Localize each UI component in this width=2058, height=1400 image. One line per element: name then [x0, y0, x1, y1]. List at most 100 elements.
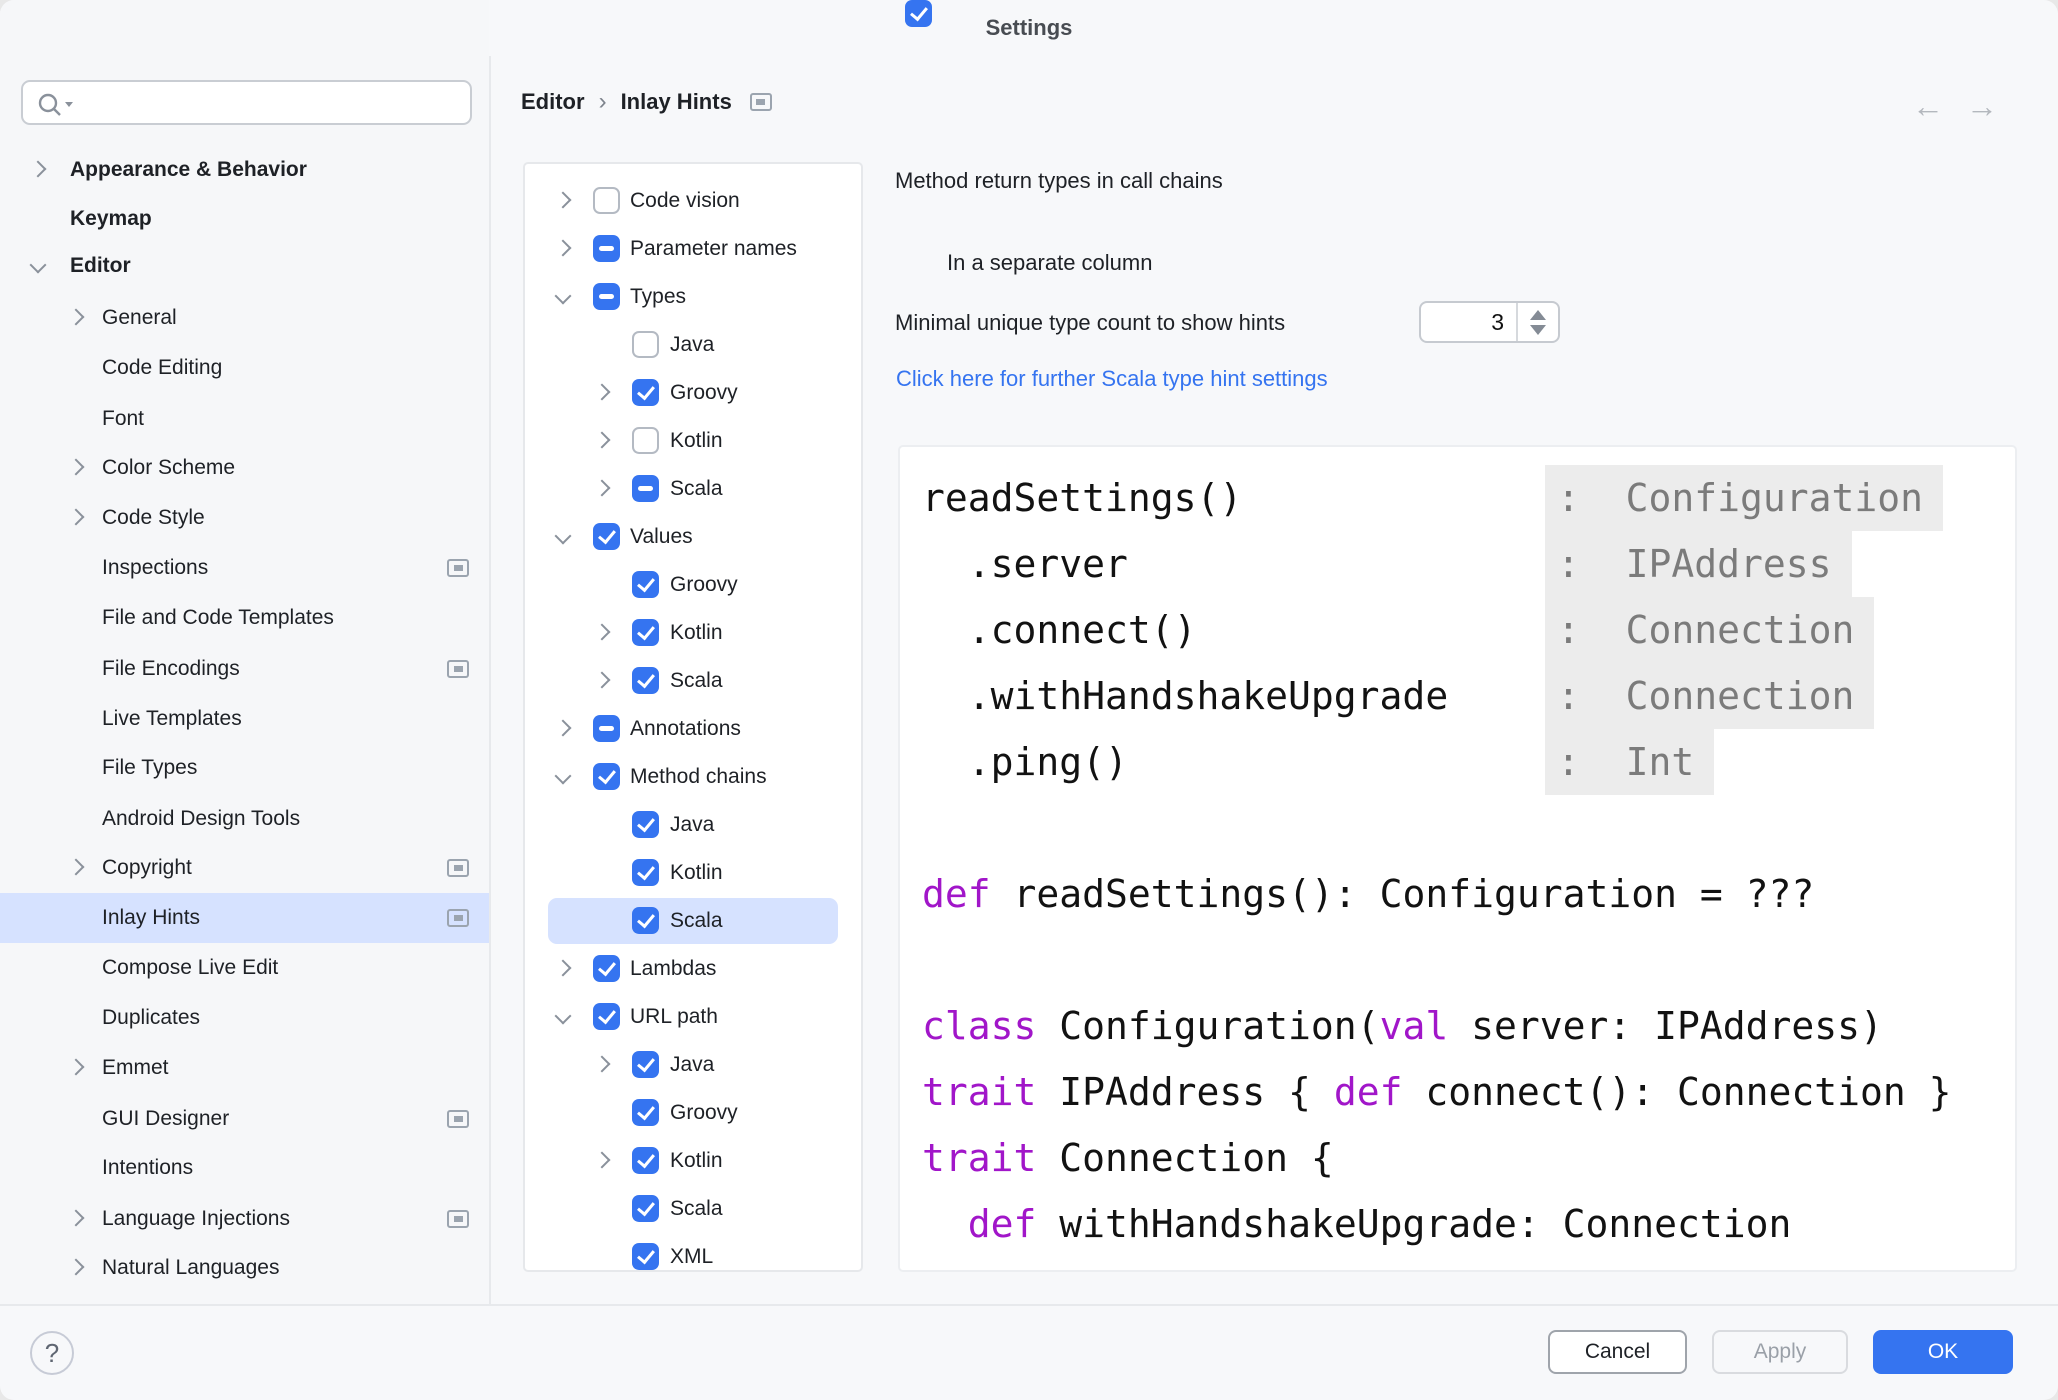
tree-item-values-kotlin[interactable]: Kotlin: [525, 609, 861, 657]
scala-type-hint-settings-link[interactable]: Click here for further Scala type hint s…: [896, 366, 1328, 391]
chevron-right-icon[interactable]: [67, 1258, 85, 1276]
tree-item-url-path-groovy[interactable]: Groovy: [525, 1089, 861, 1137]
checkbox-checked[interactable]: [593, 1003, 620, 1030]
checkbox-checked[interactable]: [593, 763, 620, 790]
checkbox-checked[interactable]: [593, 523, 620, 550]
checkbox-checked[interactable]: [632, 1099, 659, 1126]
checkbox-indeterminate[interactable]: [632, 475, 659, 502]
chevron-right-icon[interactable]: [554, 191, 572, 209]
chevron-down-icon[interactable]: [554, 767, 572, 785]
tree-item-lambdas[interactable]: Lambdas: [525, 945, 861, 993]
checkbox-unchecked[interactable]: [632, 427, 659, 454]
chevron-right-icon[interactable]: [593, 1151, 611, 1169]
chevron-right-icon[interactable]: [593, 431, 611, 449]
chevron-right-icon[interactable]: [67, 858, 85, 876]
tree-item-values-scala[interactable]: Scala: [525, 657, 861, 705]
sidebar-item-code-editing[interactable]: Code Editing: [0, 343, 489, 393]
sidebar-item-compose-live-edit[interactable]: Compose Live Edit: [0, 943, 489, 993]
sidebar-item-font[interactable]: Font: [0, 394, 489, 444]
chevron-down-icon[interactable]: [554, 287, 572, 305]
sidebar-item-inlay-hints[interactable]: Inlay Hints: [0, 893, 489, 943]
back-arrow-icon[interactable]: ←: [1912, 88, 1944, 124]
chevron-right-icon[interactable]: [554, 239, 572, 257]
tree-item-url-path-scala[interactable]: Scala: [525, 1185, 861, 1233]
tree-item-types-groovy[interactable]: Groovy: [525, 369, 861, 417]
sidebar-item-android-design-tools[interactable]: Android Design Tools: [0, 794, 489, 844]
breadcrumb-editor[interactable]: Editor: [521, 89, 585, 114]
checkbox-checked[interactable]: [593, 955, 620, 982]
checkbox-checked[interactable]: [632, 1243, 659, 1270]
cancel-button[interactable]: Cancel: [1548, 1330, 1687, 1374]
separate-column-checkbox[interactable]: [905, 0, 932, 27]
tree-item-method-chains-kotlin[interactable]: Kotlin: [525, 849, 861, 897]
tree-item-types[interactable]: Types: [525, 273, 861, 321]
chevron-right-icon[interactable]: [67, 458, 85, 476]
help-button[interactable]: ?: [30, 1331, 74, 1375]
checkbox-checked[interactable]: [632, 379, 659, 406]
spinner-arrows[interactable]: [1516, 303, 1558, 341]
sidebar-item-general[interactable]: General: [0, 293, 489, 343]
spinner-down-icon[interactable]: [1530, 324, 1546, 335]
checkbox-checked[interactable]: [632, 619, 659, 646]
apply-button[interactable]: Apply: [1712, 1330, 1848, 1374]
sidebar-item-emmet[interactable]: Emmet: [0, 1043, 489, 1093]
sidebar-item-file-encodings[interactable]: File Encodings: [0, 644, 489, 694]
tree-item-method-chains-scala[interactable]: Scala: [525, 897, 861, 945]
sidebar-item-appearance-behavior[interactable]: Appearance & Behavior: [0, 145, 489, 195]
forward-arrow-icon[interactable]: →: [1966, 88, 1998, 124]
sidebar-item-keymap[interactable]: Keymap: [0, 194, 489, 244]
checkbox-checked[interactable]: [632, 667, 659, 694]
sidebar-item-file-and-code-templates[interactable]: File and Code Templates: [0, 593, 489, 643]
chevron-right-icon[interactable]: [67, 1058, 85, 1076]
chevron-right-icon[interactable]: [593, 671, 611, 689]
tree-item-url-path-java[interactable]: Java: [525, 1041, 861, 1089]
sidebar-item-duplicates[interactable]: Duplicates: [0, 993, 489, 1043]
tree-item-types-java[interactable]: Java: [525, 321, 861, 369]
checkbox-indeterminate[interactable]: [593, 283, 620, 310]
tree-item-url-path[interactable]: URL path: [525, 993, 861, 1041]
chevron-right-icon[interactable]: [593, 1055, 611, 1073]
chevron-right-icon[interactable]: [67, 1209, 85, 1227]
sidebar-item-copyright[interactable]: Copyright: [0, 843, 489, 893]
tree-item-method-chains[interactable]: Method chains: [525, 753, 861, 801]
chevron-down-icon[interactable]: [554, 527, 572, 545]
ok-button[interactable]: OK: [1873, 1330, 2013, 1374]
tree-item-url-path-kotlin[interactable]: Kotlin: [525, 1137, 861, 1185]
checkbox-checked[interactable]: [632, 1147, 659, 1174]
tree-item-url-path-xml[interactable]: XML: [525, 1233, 861, 1270]
tree-item-values[interactable]: Values: [525, 513, 861, 561]
checkbox-checked[interactable]: [632, 1051, 659, 1078]
tree-item-types-scala[interactable]: Scala: [525, 465, 861, 513]
sidebar-item-code-style[interactable]: Code Style: [0, 493, 489, 543]
spinner-up-icon[interactable]: [1530, 309, 1546, 320]
tree-item-parameter-names[interactable]: Parameter names: [525, 225, 861, 273]
tree-item-types-kotlin[interactable]: Kotlin: [525, 417, 861, 465]
checkbox-checked[interactable]: [632, 1195, 659, 1222]
checkbox-unchecked[interactable]: [593, 187, 620, 214]
checkbox-indeterminate[interactable]: [593, 235, 620, 262]
sidebar-item-editor[interactable]: Editor: [0, 241, 489, 291]
sidebar-item-color-scheme[interactable]: Color Scheme: [0, 443, 489, 493]
settings-search-input[interactable]: [21, 80, 472, 125]
sidebar-item-language-injections[interactable]: Language Injections: [0, 1194, 489, 1244]
checkbox-checked[interactable]: [632, 859, 659, 886]
checkbox-checked[interactable]: [632, 907, 659, 934]
sidebar-item-gui-designer[interactable]: GUI Designer: [0, 1094, 489, 1144]
min-count-value[interactable]: 3: [1491, 309, 1504, 335]
chevron-right-icon[interactable]: [554, 719, 572, 737]
tree-item-annotations[interactable]: Annotations: [525, 705, 861, 753]
chevron-right-icon[interactable]: [554, 959, 572, 977]
chevron-right-icon[interactable]: [593, 479, 611, 497]
chevron-right-icon[interactable]: [593, 383, 611, 401]
sidebar-item-file-types[interactable]: File Types: [0, 743, 489, 793]
sidebar-item-intentions[interactable]: Intentions: [0, 1143, 489, 1193]
chevron-right-icon[interactable]: [29, 160, 47, 178]
chevron-down-icon[interactable]: [29, 256, 47, 274]
checkbox-checked[interactable]: [632, 571, 659, 598]
chevron-right-icon[interactable]: [67, 508, 85, 526]
tree-item-method-chains-java[interactable]: Java: [525, 801, 861, 849]
tree-item-code-vision[interactable]: Code vision: [525, 177, 861, 225]
checkbox-indeterminate[interactable]: [593, 715, 620, 742]
sidebar-item-inspections[interactable]: Inspections: [0, 543, 489, 593]
chevron-right-icon[interactable]: [593, 623, 611, 641]
